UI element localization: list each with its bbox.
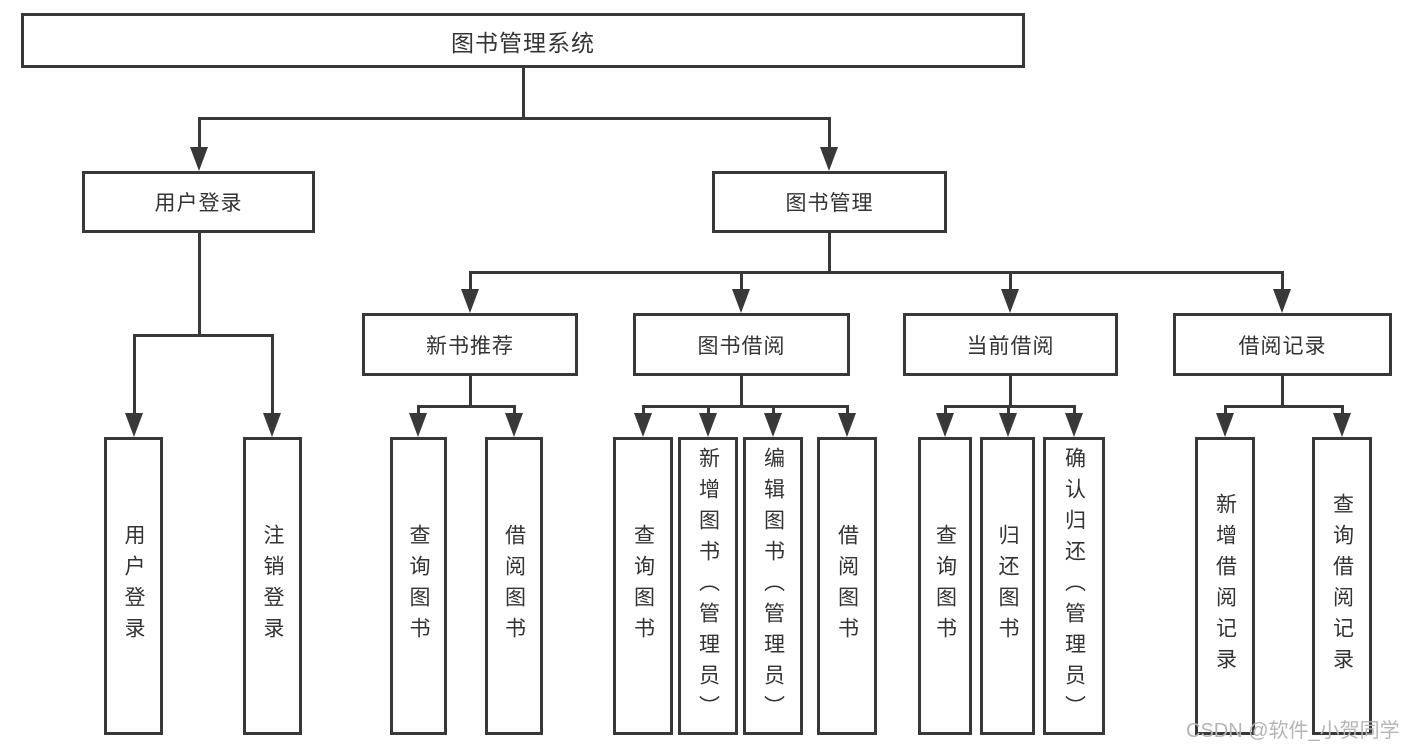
arrow-down-icon — [820, 147, 838, 171]
arrow-down-icon — [936, 413, 954, 437]
node-label: 查询借阅记录 — [1330, 493, 1354, 679]
connector-line — [468, 271, 472, 293]
arrow-down-icon — [699, 413, 717, 437]
connector-line — [270, 334, 274, 416]
node-label: 借阅图书 — [835, 524, 859, 648]
node-label: 新增图书（管理员） — [696, 446, 720, 726]
connector-line — [416, 405, 516, 408]
connector-line — [641, 405, 849, 408]
csdn-watermark: CSDN @软件_小贺同学 — [1186, 720, 1400, 742]
leaf-confirm-return-admin: 确认归还（管理员） — [1043, 437, 1105, 735]
node-label: 当前借阅 — [966, 334, 1055, 358]
connector-line — [827, 117, 831, 150]
connector-line — [197, 117, 201, 150]
node-label: 查询图书 — [933, 524, 957, 648]
connector-line — [1280, 376, 1284, 407]
connector-line — [1008, 376, 1012, 407]
connector-line — [197, 233, 201, 336]
connector-line — [1223, 405, 1344, 408]
node-label: 图书管理 — [785, 192, 874, 215]
arrow-down-icon — [263, 413, 281, 437]
connector-line — [1072, 405, 1076, 417]
leaf-user-login: 用户登录 — [104, 437, 163, 735]
arrow-down-icon — [409, 413, 427, 437]
arrow-down-icon — [999, 413, 1017, 437]
leaf-add-books-admin: 新增图书（管理员） — [678, 437, 738, 735]
connector-line — [739, 376, 743, 407]
connector-line — [1008, 271, 1012, 293]
node-current-borrowing: 当前借阅 — [903, 313, 1118, 376]
node-label: 借阅图书 — [502, 524, 526, 648]
leaf-query-books-borrowing: 查询图书 — [613, 437, 673, 735]
connector-line — [132, 334, 136, 416]
arrow-down-icon — [1065, 413, 1083, 437]
connector-line — [132, 334, 274, 337]
leaf-logout: 注销登录 — [243, 437, 302, 735]
arrow-down-icon — [1273, 289, 1291, 313]
node-label: 用户登录 — [122, 524, 145, 648]
leaf-borrow-books: 借阅图书 — [817, 437, 877, 735]
node-label: 编辑图书（管理员） — [761, 446, 785, 726]
node-new-book-recommendation: 新书推荐 — [362, 313, 578, 376]
connector-line — [197, 117, 831, 120]
node-label: 用户登录 — [154, 192, 243, 215]
arrow-down-icon — [505, 413, 523, 437]
arrow-down-icon — [838, 413, 856, 437]
connector-line — [1340, 405, 1344, 417]
node-book-borrowing: 图书借阅 — [633, 313, 850, 376]
arrow-down-icon — [461, 289, 479, 313]
node-label: 新书推荐 — [426, 334, 514, 358]
arrow-down-icon — [1333, 413, 1351, 437]
node-label: 确认归还（管理员） — [1062, 446, 1086, 726]
node-book-management: 图书管理 — [712, 171, 947, 233]
connector-line — [845, 405, 849, 417]
connector-line — [827, 233, 831, 274]
leaf-query-books-current: 查询图书 — [918, 437, 972, 735]
node-label: 借阅记录 — [1238, 334, 1327, 358]
arrow-down-icon — [732, 289, 750, 313]
node-label: 归还图书 — [996, 524, 1019, 648]
arrow-down-icon — [764, 413, 782, 437]
connector-line — [468, 271, 1284, 274]
connector-line — [512, 405, 516, 417]
arrow-down-icon — [634, 413, 652, 437]
arrow-down-icon — [190, 147, 208, 171]
leaf-add-borrow-record: 新增借阅记录 — [1195, 437, 1255, 735]
leaf-query-books-recommend: 查询图书 — [390, 437, 447, 735]
connector-line — [943, 405, 947, 417]
connector-line — [1280, 271, 1284, 293]
connector-line — [468, 376, 472, 407]
node-label: 查询图书 — [407, 524, 430, 648]
leaf-return-books: 归还图书 — [980, 437, 1035, 735]
node-library-management-system: 图书管理系统 — [21, 13, 1025, 68]
node-label: 图书借阅 — [697, 334, 786, 358]
leaf-edit-books-admin: 编辑图书（管理员） — [743, 437, 803, 735]
arrow-down-icon — [1216, 413, 1234, 437]
arrow-down-icon — [1001, 289, 1019, 313]
node-user-login: 用户登录 — [82, 171, 315, 233]
leaf-borrow-books-recommend: 借阅图书 — [485, 437, 543, 735]
node-label: 查询图书 — [631, 524, 655, 648]
node-label: 新增借阅记录 — [1213, 493, 1237, 679]
connector-line — [1223, 405, 1227, 417]
node-label: 图书管理系统 — [451, 29, 595, 56]
connector-line — [706, 405, 710, 417]
connector-line — [771, 405, 775, 417]
connector-line — [521, 68, 525, 119]
node-label: 注销登录 — [261, 524, 284, 648]
leaf-query-borrow-record: 查询借阅记录 — [1312, 437, 1372, 735]
connector-line — [739, 271, 743, 293]
arrow-down-icon — [125, 413, 143, 437]
connector-line — [416, 405, 420, 417]
connector-line — [1006, 405, 1010, 417]
node-borrowing-records: 借阅记录 — [1173, 313, 1392, 376]
connector-line — [641, 405, 645, 417]
connector-line — [943, 405, 1076, 408]
